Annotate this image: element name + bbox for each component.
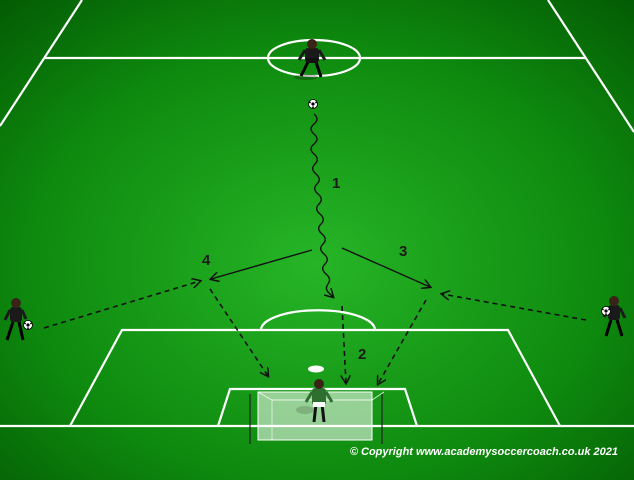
shot-arrow-right [378, 299, 427, 384]
step-2-label: 2 [358, 346, 367, 363]
attacker-player [294, 39, 327, 80]
step-4-label: 4 [202, 252, 211, 269]
dribble-arrow [310, 113, 333, 297]
left-server-run-arrow [43, 281, 200, 329]
left-touchline-upper [0, 0, 83, 127]
left-server-player [3, 298, 28, 341]
pass-option-left-arrow [211, 249, 313, 279]
ball-icon [308, 99, 318, 109]
pass-option-right-arrow [341, 247, 430, 287]
step-3-label: 3 [399, 243, 408, 260]
penalty-spot [308, 365, 324, 373]
step-1-label: 1 [332, 175, 341, 192]
shot-arrow-centre [342, 305, 346, 383]
penalty-area [69, 328, 561, 427]
right-touchline-upper [547, 0, 634, 133]
right-server-run-arrow [442, 294, 587, 321]
right-server-ball-icon [601, 306, 611, 316]
goalkeeper-player [296, 379, 334, 423]
penalty-arc [259, 309, 377, 331]
copyright-text: © Copyright www.academysoccercoach.co.uk… [349, 446, 618, 458]
left-server-ball-icon [23, 320, 33, 330]
